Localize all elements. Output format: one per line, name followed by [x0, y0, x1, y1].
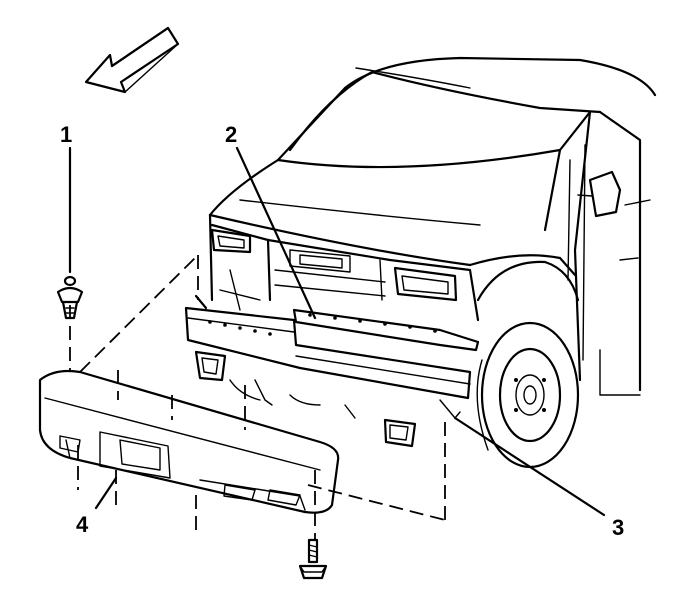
forward-direction-arrow-icon: [84, 26, 180, 94]
grille-assembly: [208, 213, 480, 322]
front-wheel: [476, 321, 580, 469]
bumper-fascia: [38, 369, 340, 514]
push-pin-retainer-icon: [56, 275, 84, 320]
leader-lines: [68, 146, 606, 517]
bumper-filler-panel: [292, 308, 480, 352]
bolt-icon: [298, 538, 328, 580]
vehicle-body: [208, 56, 657, 396]
callout-2: 2: [225, 122, 237, 147]
callout-4: 4: [76, 512, 89, 537]
callout-1: 1: [60, 122, 72, 147]
callout-3: 3: [612, 515, 624, 540]
bumper-impact-bar: [184, 294, 472, 448]
alignment-lines: [69, 254, 446, 540]
